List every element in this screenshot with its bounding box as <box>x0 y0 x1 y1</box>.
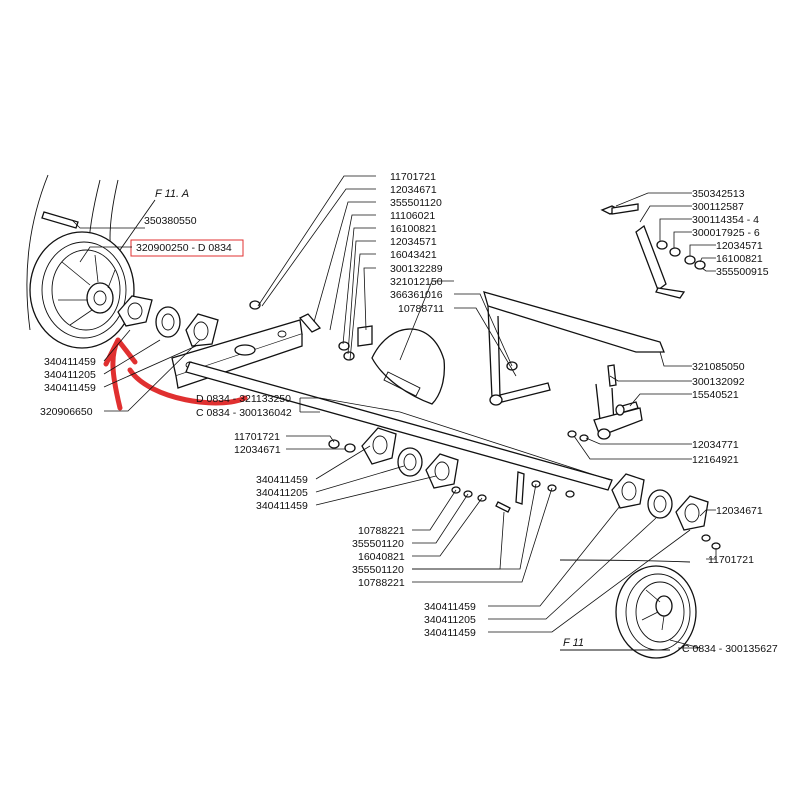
label-300114354: 300114354 - 4 <box>692 214 759 226</box>
label-11106021: 11106021 <box>390 210 435 222</box>
label-16040821: 16040821 <box>358 551 405 563</box>
upper-view-title: F 11. A <box>155 188 189 200</box>
label-12034671-mid: 12034671 <box>234 444 281 456</box>
label-355501120-b: 355501120 <box>352 564 404 576</box>
label-340411205-a: 340411205 <box>44 369 96 381</box>
label-340411459-a: 340411459 <box>44 356 96 368</box>
label-12034571-right: 12034571 <box>716 240 763 252</box>
label-16100821-right: 16100821 <box>716 253 763 265</box>
part-labels: 350380550 320900250 - D 0834 340411459 3… <box>40 171 778 655</box>
label-11701721-right: 11701721 <box>708 554 754 566</box>
label-355500915: 355500915 <box>716 266 769 278</box>
leader-lines <box>71 175 717 649</box>
label-16100821-top: 16100821 <box>390 223 437 235</box>
label-321085050: 321085050 <box>692 361 745 373</box>
label-321133250: D 0834 - 321133250 <box>196 393 291 405</box>
label-300132092: 300132092 <box>692 376 745 388</box>
label-300136042: C 0834 - 300136042 <box>196 407 292 419</box>
label-15540521: 15540521 <box>692 389 739 401</box>
label-340411459-d: 340411459 <box>256 500 308 512</box>
pulley-hub-320900250 <box>29 231 135 349</box>
bearing-group-right <box>611 473 721 550</box>
label-12034671-top: 12034671 <box>390 184 437 196</box>
bearing-group-left <box>117 295 219 347</box>
label-300135627: C 0834 - 300135627 <box>682 643 778 655</box>
label-340411459-e: 340411459 <box>424 601 476 613</box>
label-12034571-top: 12034571 <box>390 236 437 248</box>
label-350342513: 350342513 <box>692 188 745 200</box>
label-300112587: 300112587 <box>692 201 744 213</box>
lower-view-title: F 11 <box>563 637 584 649</box>
cover-321012150 <box>371 328 446 405</box>
bracket-350342513 <box>600 203 706 299</box>
frame-321085050 <box>483 291 665 440</box>
label-340411459-b: 340411459 <box>44 382 96 394</box>
label-340411459-c: 340411459 <box>256 474 308 486</box>
lower-pulley <box>559 559 697 659</box>
label-300132289: 300132289 <box>390 263 443 275</box>
label-340411205-e: 340411205 <box>424 614 476 626</box>
pin-350380550 <box>41 211 79 229</box>
bolts-under-shaft <box>451 471 575 513</box>
label-16043421: 16043421 <box>390 249 437 261</box>
bolt-15540521 <box>615 401 639 416</box>
label-355501120-a: 355501120 <box>352 538 404 550</box>
label-320906650: 320906650 <box>40 406 93 418</box>
label-366361016: 366361016 <box>390 289 443 301</box>
label-300017925: 300017925 - 6 <box>692 227 760 239</box>
label-350380550: 350380550 <box>144 215 197 227</box>
label-11701721-mid: 11701721 <box>234 431 280 443</box>
label-10788221-a: 10788221 <box>358 525 405 537</box>
label-12034771: 12034771 <box>692 439 739 451</box>
label-355501120-top: 355501120 <box>390 197 442 209</box>
label-321012150: 321012150 <box>390 276 443 288</box>
label-12034671-right: 12034671 <box>716 505 763 517</box>
label-10788221-b: 10788221 <box>358 577 405 589</box>
highlight-box <box>130 239 244 257</box>
label-11701721-top: 11701721 <box>390 171 436 183</box>
label-340411459-f: 340411459 <box>424 627 476 639</box>
label-12164921: 12164921 <box>692 454 739 466</box>
small-parts-top <box>249 300 373 361</box>
washers-right-middle <box>567 430 589 442</box>
label-340411205-c: 340411205 <box>256 487 308 499</box>
bearing-group-middle <box>328 427 459 489</box>
label-10788711: 10788711 <box>398 303 444 315</box>
shaft-300136042 <box>185 361 613 491</box>
label-320900250: 320900250 - D 0834 <box>136 242 232 254</box>
